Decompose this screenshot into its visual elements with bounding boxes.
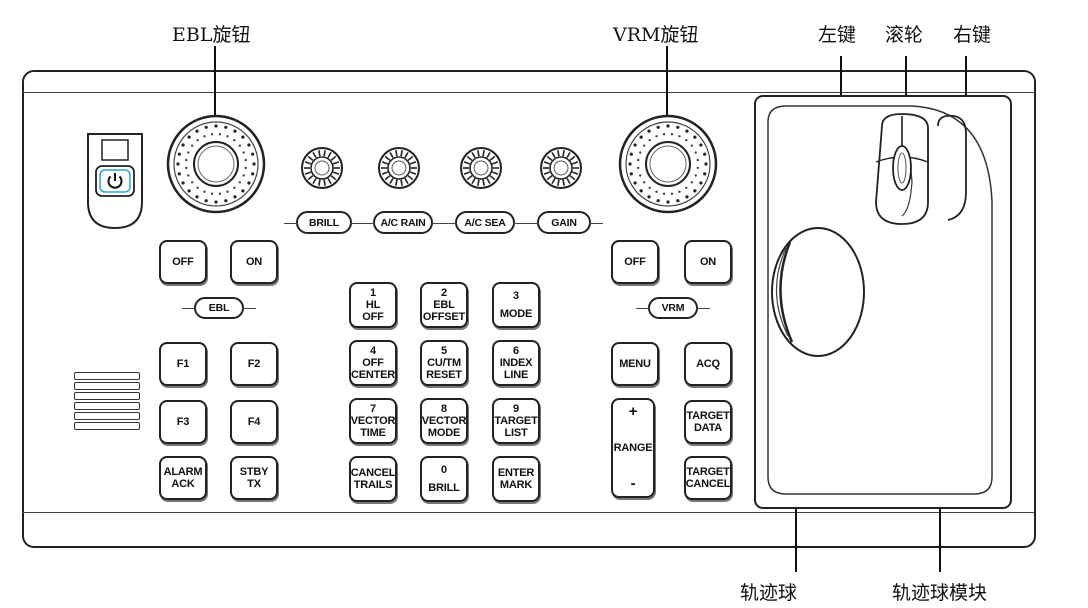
gain-knob[interactable] <box>539 146 583 190</box>
f3-button[interactable]: F3 <box>159 400 207 444</box>
brill-label: BRILL <box>284 211 364 234</box>
power-switch[interactable] <box>84 132 146 230</box>
callout-vrm-knob: VRM旋钮 <box>613 24 699 46</box>
rain-label: A/C RAIN <box>361 211 445 234</box>
speaker-vent <box>74 382 140 390</box>
speaker-vent <box>74 412 140 420</box>
f2-button[interactable]: F2 <box>230 342 278 386</box>
trackball-module[interactable] <box>752 92 1016 512</box>
leader-ebl <box>214 46 216 158</box>
panel-top-edge <box>22 92 1034 93</box>
sea-label: A/C SEA <box>443 211 527 234</box>
ebl-on-button[interactable]: ON <box>230 240 278 284</box>
ebl-group-label: EBL <box>182 297 256 319</box>
callout-ebl-knob: EBL旋钮 <box>172 24 251 46</box>
trackball <box>771 227 865 357</box>
ebl-knob[interactable] <box>165 113 267 215</box>
ebl-off-button[interactable]: OFF <box>159 240 207 284</box>
acq-button[interactable]: ACQ <box>684 342 732 386</box>
menu-button[interactable]: MENU <box>611 342 659 386</box>
speaker-vent <box>74 422 140 430</box>
vrm-on-button[interactable]: ON <box>684 240 732 284</box>
scroll-wheel <box>892 145 912 191</box>
leader-vrm <box>666 46 668 158</box>
callout-trackball-module: 轨迹球模块 <box>892 582 988 604</box>
vrm-knob[interactable] <box>617 113 719 215</box>
gain-label: GAIN <box>525 211 603 234</box>
vrm-off-button[interactable]: OFF <box>611 240 659 284</box>
rain-knob[interactable] <box>377 146 421 190</box>
callout-scroll-wheel: 滚轮 <box>885 24 924 46</box>
speaker-vent <box>74 372 140 380</box>
power-icon <box>107 173 123 189</box>
callout-trackball: 轨迹球 <box>740 582 798 604</box>
range-rocker[interactable]: + RANGE - <box>611 398 655 498</box>
range-minus: - <box>630 475 636 492</box>
f4-button[interactable]: F4 <box>230 400 278 444</box>
callout-right-button: 右键 <box>953 24 992 46</box>
speaker-vent <box>74 402 140 410</box>
callout-left-button: 左键 <box>818 24 857 46</box>
speaker-vent <box>74 392 140 400</box>
range-plus: + <box>628 403 638 420</box>
f1-button[interactable]: F1 <box>159 342 207 386</box>
sea-knob[interactable] <box>459 146 503 190</box>
range-label: RANGE <box>613 442 653 454</box>
brill-knob[interactable] <box>300 146 344 190</box>
vrm-group-label: VRM <box>636 297 710 319</box>
panel-bottom-edge <box>22 512 1034 513</box>
